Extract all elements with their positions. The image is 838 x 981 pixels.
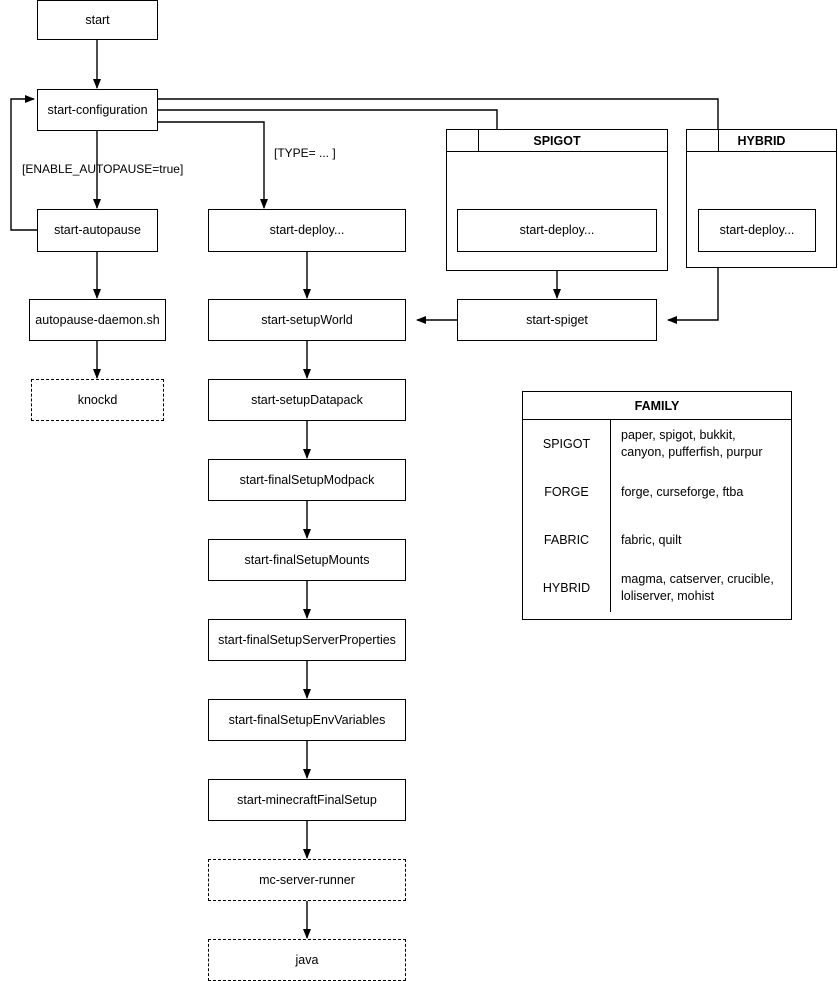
node-start-finalsetupenvvariables[interactable]: start-finalSetupEnvVariables	[208, 699, 406, 741]
family-legend-row: SPIGOT paper, spigot, bukkit, canyon, pu…	[523, 420, 791, 468]
group-spigot-header-tab	[447, 130, 479, 152]
node-start-spiget[interactable]: start-spiget	[457, 299, 657, 341]
node-start-finalsetupserverproperties[interactable]: start-finalSetupServerProperties	[208, 619, 406, 661]
family-legend-key: SPIGOT	[523, 420, 611, 468]
family-legend-key: FORGE	[523, 468, 611, 516]
node-start-minecraftfinalsetup[interactable]: start-minecraftFinalSetup	[208, 779, 406, 821]
family-legend-title: FAMILY	[523, 392, 791, 420]
family-legend-row: FABRIC fabric, quilt	[523, 516, 791, 564]
family-legend-value: forge, curseforge, ftba	[621, 484, 744, 499]
group-hybrid-header: HYBRID	[687, 130, 836, 152]
family-legend-key: FABRIC	[523, 516, 611, 564]
node-autopause-daemon[interactable]: autopause-daemon.sh	[29, 299, 166, 341]
family-legend: FAMILY SPIGOT paper, spigot, bukkit, can…	[522, 391, 792, 620]
group-hybrid-title: HYBRID	[737, 133, 786, 148]
node-start-setupworld[interactable]: start-setupWorld	[208, 299, 406, 341]
node-start-finalsetupmodpack[interactable]: start-finalSetupModpack	[208, 459, 406, 501]
node-start-deploy-hybrid[interactable]: start-deploy...	[698, 209, 816, 252]
node-java[interactable]: java	[208, 939, 406, 981]
family-legend-key: HYBRID	[523, 564, 611, 612]
node-start-deploy-main[interactable]: start-deploy...	[208, 209, 406, 252]
node-knockd[interactable]: knockd	[31, 379, 164, 421]
group-spigot-header: SPIGOT	[447, 130, 667, 152]
family-legend-value: paper, spigot, bukkit, canyon, pufferfis…	[621, 428, 763, 459]
node-mc-server-runner[interactable]: mc-server-runner	[208, 859, 406, 901]
node-start-configuration[interactable]: start-configuration	[37, 89, 158, 131]
edge-label-type: [TYPE= ... ]	[274, 146, 336, 160]
node-start-deploy-spigot[interactable]: start-deploy...	[457, 209, 657, 252]
family-legend-row: HYBRID magma, catserver, crucible, lolis…	[523, 564, 791, 612]
node-start-finalsetupmounts[interactable]: start-finalSetupMounts	[208, 539, 406, 581]
node-start-setupdatapack[interactable]: start-setupDatapack	[208, 379, 406, 421]
group-spigot-title: SPIGOT	[533, 133, 581, 148]
family-legend-body: SPIGOT paper, spigot, bukkit, canyon, pu…	[523, 420, 791, 612]
group-hybrid-header-tab	[687, 130, 719, 152]
family-legend-value: magma, catserver, crucible, loliserver, …	[621, 572, 774, 603]
family-legend-value: fabric, quilt	[621, 532, 682, 547]
family-legend-row: FORGE forge, curseforge, ftba	[523, 468, 791, 516]
edge-label-enable-autopause: [ENABLE_AUTOPAUSE=true]	[22, 162, 184, 176]
node-start-autopause[interactable]: start-autopause	[37, 209, 158, 252]
node-start[interactable]: start	[37, 0, 158, 40]
